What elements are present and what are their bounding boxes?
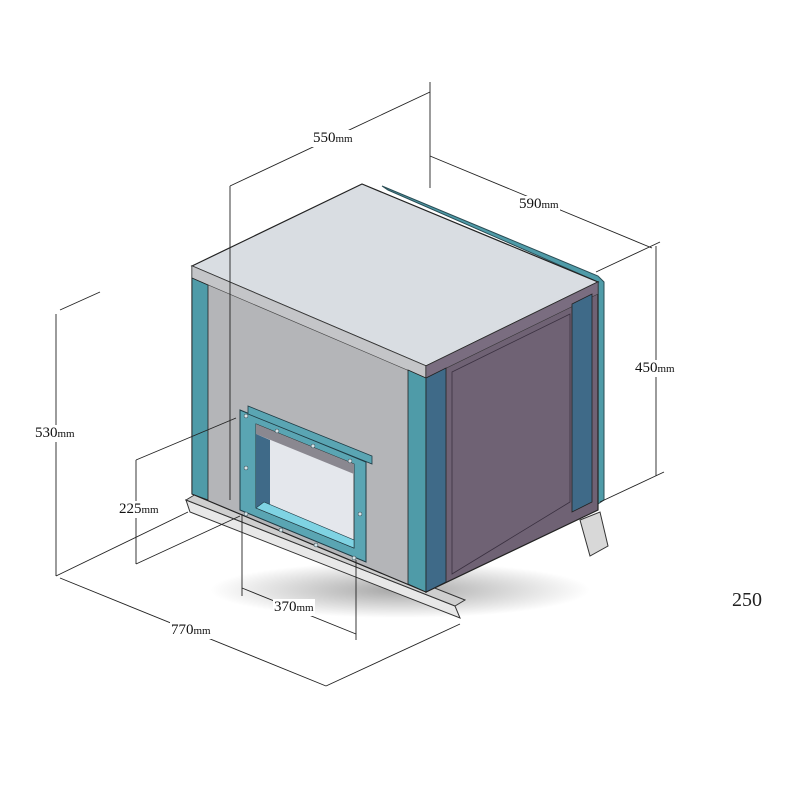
corner-trim-side-left — [425, 367, 447, 593]
dimension-top-width: 550mm — [312, 130, 354, 147]
dimension-outlet-height: 225mm — [118, 501, 160, 518]
dimension-unit: mm — [296, 602, 314, 614]
dimension-unit: mm — [657, 363, 675, 375]
dimension-value: 550 — [313, 130, 336, 146]
dimension-unit: mm — [541, 199, 559, 211]
corner-trim-front-left — [191, 277, 209, 501]
dimension-unit: mm — [335, 133, 353, 145]
outlet-flange — [239, 405, 373, 563]
base-rail-back — [579, 511, 609, 557]
dimension-value: 370 — [274, 599, 297, 615]
dimension-value: 225 — [119, 501, 142, 517]
dimension-value: 530 — [35, 425, 58, 441]
dimension-outlet-width: 370mm — [273, 599, 315, 616]
side-top-band — [425, 281, 599, 379]
dimension-unit: mm — [141, 504, 159, 516]
dimension-overall-length: 770mm — [170, 622, 212, 639]
side-panel-outline — [451, 313, 571, 575]
dimension-value: 450 — [635, 360, 658, 376]
dimension-value: 590 — [519, 196, 542, 212]
corner-trim-front-right — [407, 369, 427, 593]
dimension-value: 770 — [171, 622, 194, 638]
dimension-unit: mm — [193, 625, 211, 637]
dimension-overall-height: 530mm — [34, 425, 76, 442]
dimension-unit: mm — [57, 428, 75, 440]
model-number: 250 — [732, 589, 762, 611]
dimension-depth: 590mm — [518, 196, 560, 213]
dimension-side-height: 450mm — [634, 360, 676, 377]
corner-trim-side-right — [571, 293, 593, 513]
